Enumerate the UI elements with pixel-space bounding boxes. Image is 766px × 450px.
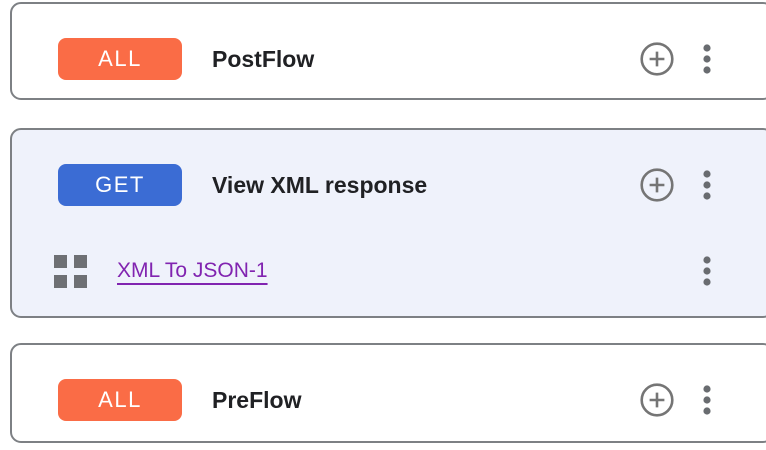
- add-step-button[interactable]: [639, 167, 675, 203]
- flow-title: PreFlow: [212, 386, 302, 413]
- flow-header: GET View XML response: [58, 164, 427, 206]
- add-step-button[interactable]: [639, 41, 675, 77]
- method-badge: ALL: [58, 379, 182, 421]
- plus-circle-icon: [640, 42, 674, 76]
- policy-menu-button[interactable]: [703, 256, 711, 286]
- flow-card-postflow: ALL PostFlow: [10, 2, 766, 100]
- flow-actions: [639, 164, 711, 206]
- add-step-button[interactable]: [639, 382, 675, 418]
- kebab-menu-icon: [703, 385, 711, 415]
- kebab-menu-icon: [703, 170, 711, 200]
- flow-header: ALL PostFlow: [58, 38, 314, 80]
- flow-menu-button[interactable]: [703, 44, 711, 74]
- policy-item: XML To JSON-1: [54, 249, 268, 293]
- flow-actions: [639, 379, 711, 421]
- flow-card-preflow: ALL PreFlow: [10, 343, 766, 443]
- flow-card-view-xml-response: GET View XML response: [10, 128, 766, 318]
- flow-actions: [639, 38, 711, 80]
- flow-title: PostFlow: [212, 45, 315, 72]
- method-badge: GET: [58, 164, 182, 206]
- policy-link[interactable]: XML To JSON-1: [117, 259, 268, 282]
- flow-title: View XML response: [212, 171, 428, 198]
- flow-menu-button[interactable]: [703, 385, 711, 415]
- kebab-menu-icon: [703, 44, 711, 74]
- policy-grid-icon: [54, 254, 87, 288]
- flow-header: ALL PreFlow: [58, 379, 301, 421]
- plus-circle-icon: [640, 168, 674, 202]
- method-badge: ALL: [58, 38, 182, 80]
- kebab-menu-icon: [703, 256, 711, 286]
- flow-menu-button[interactable]: [703, 170, 711, 200]
- policy-actions: [703, 249, 711, 293]
- plus-circle-icon: [640, 383, 674, 417]
